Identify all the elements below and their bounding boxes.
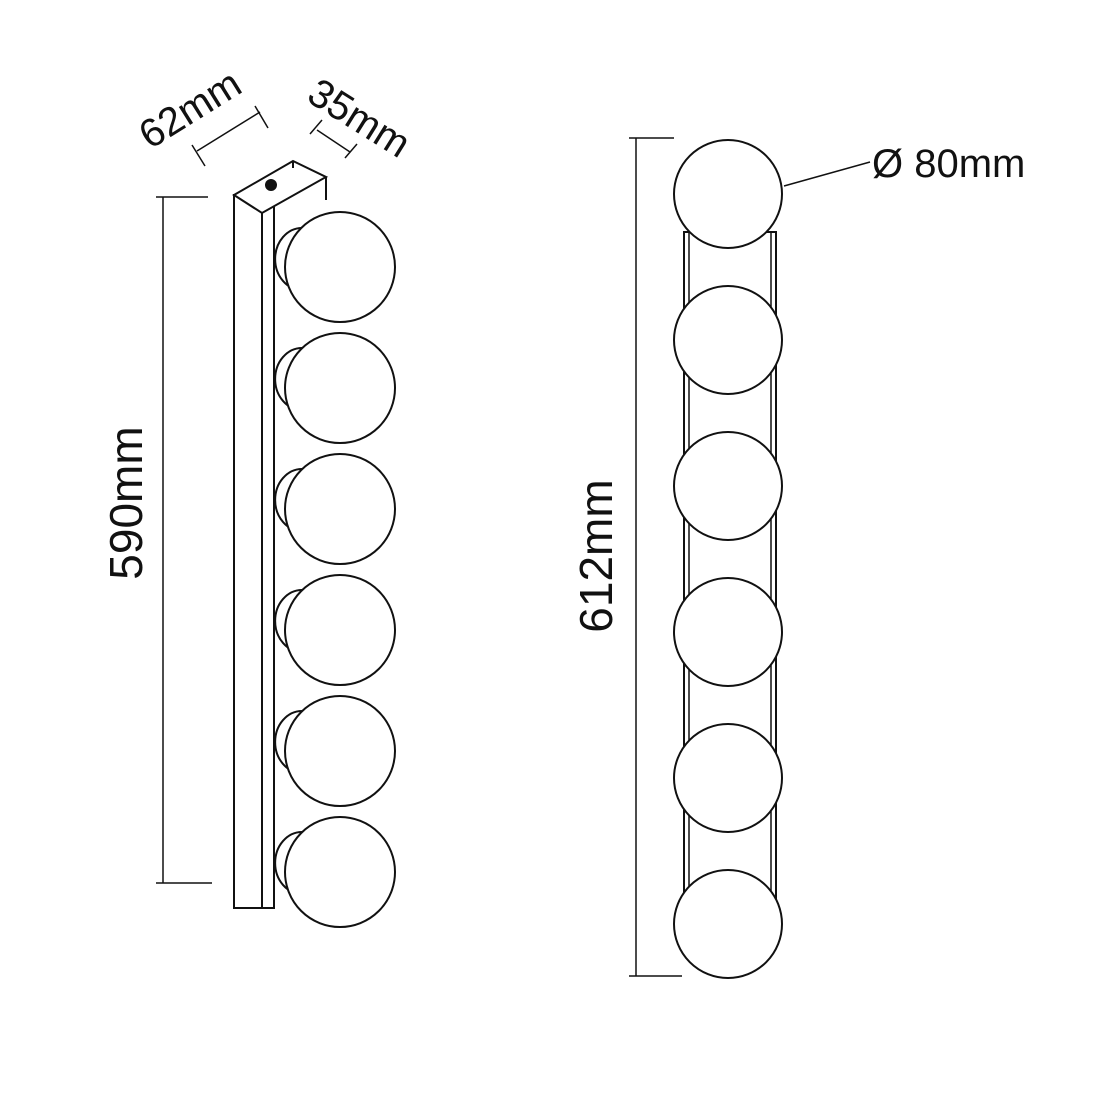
side-globe (274, 332, 396, 444)
front-height-label: 612mm (570, 479, 622, 632)
front-globes (673, 139, 783, 979)
side-globe (274, 211, 396, 323)
front-globe (673, 869, 783, 979)
front-globe (673, 723, 783, 833)
side-globe (274, 816, 396, 928)
height-dimension-side (156, 196, 212, 884)
front-view (629, 137, 871, 979)
front-globe (673, 285, 783, 395)
side-height-label: 590mm (100, 426, 152, 579)
side-globe (274, 574, 396, 686)
side-view (156, 105, 396, 928)
side-backplate (232, 159, 329, 909)
front-globe (673, 431, 783, 541)
side-globe (274, 695, 396, 807)
width-label: 62mm (131, 61, 249, 157)
side-globe (274, 453, 396, 565)
depth-label: 35mm (300, 70, 418, 166)
front-globe (673, 577, 783, 687)
mounting-hole (265, 179, 277, 191)
depth-dimension (309, 119, 358, 159)
front-globe (673, 139, 783, 249)
diameter-leader (783, 161, 871, 187)
diameter-label: Ø 80mm (872, 142, 1025, 186)
side-globes (274, 211, 396, 928)
height-dimension-front (629, 137, 682, 977)
width-dimension (191, 105, 269, 167)
